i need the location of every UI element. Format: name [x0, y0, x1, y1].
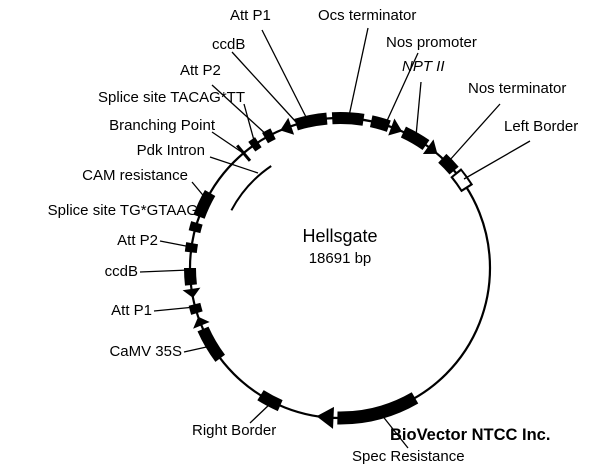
- feature-camv-35s: [197, 326, 226, 362]
- feature-ccdb-left: [183, 267, 197, 286]
- label-pdk-intron: Pdk Intron: [136, 142, 205, 159]
- label-left-border: Left Border: [504, 118, 579, 135]
- leader-right-border: [249, 402, 272, 424]
- label-cam-resistance: CAM resistance: [82, 167, 188, 184]
- feature-left-border-fill: [453, 171, 471, 190]
- leader-nos-terminator: [448, 103, 501, 162]
- leader-left-border: [463, 140, 531, 180]
- label-camv-35s: CaMV 35S: [109, 343, 182, 360]
- leader-ocs-terminator: [348, 27, 369, 117]
- leader-ccdb-top: [231, 51, 297, 123]
- leader-splice-tacag: [243, 103, 256, 145]
- leader-branching-point: [211, 131, 244, 154]
- arrowhead-ccdb-left: [182, 287, 201, 298]
- feature-spec-resistance: [337, 392, 419, 425]
- label-nos-terminator: Nos terminator: [468, 80, 567, 97]
- leader-ccdb-left: [139, 269, 190, 273]
- leader-att-p1-left: [153, 306, 196, 312]
- leader-npt2: [415, 81, 422, 137]
- label-right-border: Right Border: [192, 422, 277, 439]
- arrowhead-nos-promoter: [388, 118, 403, 136]
- label-spec-resistance: Spec Resistance: [352, 448, 465, 465]
- leader-nos-promoter: [385, 52, 419, 124]
- leader-att-p1-top: [261, 29, 308, 120]
- leader-att-p2-top: [211, 84, 269, 137]
- plasmid-size: 18691 bp: [308, 250, 372, 267]
- tick-branching-point: [236, 144, 252, 162]
- arrowhead-gateway-cassette-top: [280, 117, 295, 135]
- arrowhead-npt2: [422, 139, 438, 154]
- feature-ocs-terminator: [331, 111, 365, 126]
- feature-pdk-intron-arc: [230, 165, 272, 211]
- label-npt2: NPT II: [402, 58, 445, 75]
- label-ccdb-left: ccdB: [104, 263, 138, 280]
- label-splice-tacag: Splice site TACAG*TT: [98, 89, 245, 106]
- arrowhead-spec-resistance: [316, 406, 334, 429]
- leader-cam-resistance: [191, 181, 208, 201]
- label-splice-tg: Splice site TG*GTAAG: [47, 202, 198, 219]
- feature-gateway-cassette-top: [294, 112, 328, 131]
- label-att-p2-top: Att P2: [180, 62, 221, 79]
- label-ocs-terminator: Ocs terminator: [318, 7, 417, 24]
- plasmid-name: Hellsgate: [302, 226, 378, 246]
- leader-pdk-intron: [209, 156, 259, 174]
- plasmid-title: Hellsgate 18691 bp: [270, 226, 410, 267]
- tick-att-p1-left: [188, 302, 203, 315]
- feature-npt2: [400, 126, 430, 151]
- feature-nos-terminator: [438, 153, 459, 175]
- label-att-p2-left: Att P2: [117, 232, 158, 249]
- label-branching-point: Branching Point: [109, 117, 215, 134]
- vendor-watermark: BioVector NTCC Inc.: [390, 426, 551, 444]
- feature-right-border: [257, 390, 283, 412]
- tick-att-p2-left: [184, 242, 199, 254]
- label-att-p1-top: Att P1: [230, 7, 271, 24]
- label-ccdb-top: ccdB: [212, 36, 246, 53]
- arrowhead-camv-35s: [193, 316, 210, 329]
- leader-att-p2-left: [159, 240, 192, 248]
- label-att-p1-left: Att P1: [111, 302, 152, 319]
- tick-splice-tacag: [248, 137, 262, 152]
- feature-nos-promoter: [369, 115, 391, 132]
- leader-spec-resistance: [380, 413, 409, 449]
- leader-camv-35s: [183, 345, 212, 353]
- leader-splice-tg: [195, 214, 201, 228]
- tick-att-p2-top: [262, 128, 276, 144]
- label-nos-promoter: Nos promoter: [386, 34, 477, 51]
